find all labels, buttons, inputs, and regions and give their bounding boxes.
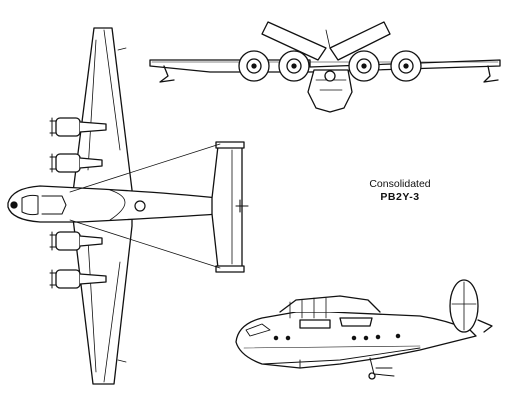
tail-fin-right bbox=[330, 22, 390, 60]
engine-nacelle bbox=[50, 270, 106, 288]
front-view bbox=[150, 22, 500, 112]
front-hull bbox=[308, 70, 352, 112]
propeller-disc bbox=[349, 51, 379, 81]
engine-nacelle bbox=[50, 118, 106, 136]
engine-nacelle bbox=[50, 232, 102, 250]
manufacturer-caption: Consolidated bbox=[369, 178, 431, 190]
engine-nacelle bbox=[50, 154, 102, 172]
propeller-disc bbox=[391, 51, 421, 81]
tail-fin-left bbox=[262, 22, 326, 60]
side-view bbox=[236, 280, 492, 379]
propeller-disc bbox=[239, 51, 269, 81]
model-caption: PB2Y-3 bbox=[380, 191, 420, 203]
propeller-disc bbox=[279, 51, 309, 81]
roundel-fuselage bbox=[135, 201, 145, 211]
horizontal-tail bbox=[212, 146, 242, 268]
wingtip-float-right bbox=[484, 66, 498, 82]
top-view bbox=[8, 28, 248, 384]
front-wing bbox=[150, 60, 500, 72]
wingtip-float-left bbox=[160, 66, 174, 82]
